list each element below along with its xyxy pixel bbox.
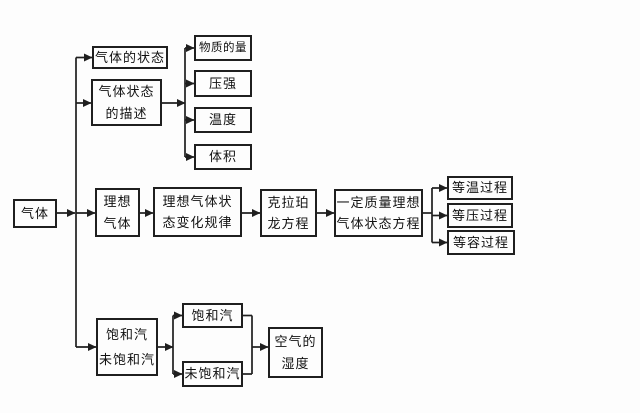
node-amount-of-substance: 物质的量 — [194, 35, 252, 61]
node-state-change-law-label: 理想气体状 态变化规律 — [162, 193, 233, 230]
node-amount-of-substance-label: 物质的量 — [199, 41, 247, 54]
node-saturated-vapor-label: 饱和汽 — [191, 307, 234, 323]
node-air-humidity-label: 空气的 湿度 — [274, 334, 317, 371]
node-air-humidity: 空气的 湿度 — [268, 327, 323, 378]
node-isochoric-process: 等容过程 — [447, 230, 515, 255]
node-isobaric-process: 等压过程 — [447, 203, 513, 228]
node-temperature: 温度 — [194, 107, 252, 133]
node-clapeyron-equation-label: 克拉珀 龙方程 — [267, 194, 310, 231]
node-isothermal-process: 等温过程 — [447, 176, 513, 200]
node-volume: 体积 — [194, 144, 252, 170]
node-gas-root-label: 气体 — [20, 205, 49, 221]
node-gas-root: 气体 — [13, 199, 57, 228]
node-state-description: 气体状态 的描述 — [91, 79, 162, 126]
node-clapeyron-equation: 克拉珀 龙方程 — [260, 189, 317, 237]
node-saturated-group: 饱和汽 未饱和汽 — [96, 318, 158, 376]
node-unsaturated-vapor: 未饱和汽 — [182, 361, 243, 387]
node-isochoric-process-label: 等容过程 — [452, 234, 509, 250]
node-isothermal-process-label: 等温过程 — [451, 180, 508, 196]
node-saturated-vapor: 饱和汽 — [182, 303, 243, 328]
node-unsaturated-vapor-label: 未饱和汽 — [184, 366, 241, 382]
node-pressure-label: 压强 — [208, 75, 237, 91]
node-volume-label: 体积 — [208, 149, 237, 165]
node-ideal-gas-label: 理想 气体 — [103, 194, 132, 231]
node-state-description-label: 气体状态 的描述 — [98, 84, 155, 121]
node-temperature-label: 温度 — [208, 112, 237, 128]
node-isobaric-process-label: 等压过程 — [451, 207, 508, 223]
node-state-change-law: 理想气体状 态变化规律 — [153, 187, 242, 237]
node-gas-state-label: 气体的状态 — [94, 49, 165, 65]
node-fixed-mass-equation: 一定质量理想 气体状态方程 — [334, 189, 423, 237]
node-fixed-mass-equation-label: 一定质量理想 气体状态方程 — [336, 194, 421, 231]
node-pressure: 压强 — [194, 70, 252, 97]
node-gas-state: 气体的状态 — [92, 46, 168, 69]
node-saturated-group-label: 饱和汽 未饱和汽 — [98, 326, 155, 367]
node-ideal-gas: 理想 气体 — [95, 188, 140, 237]
